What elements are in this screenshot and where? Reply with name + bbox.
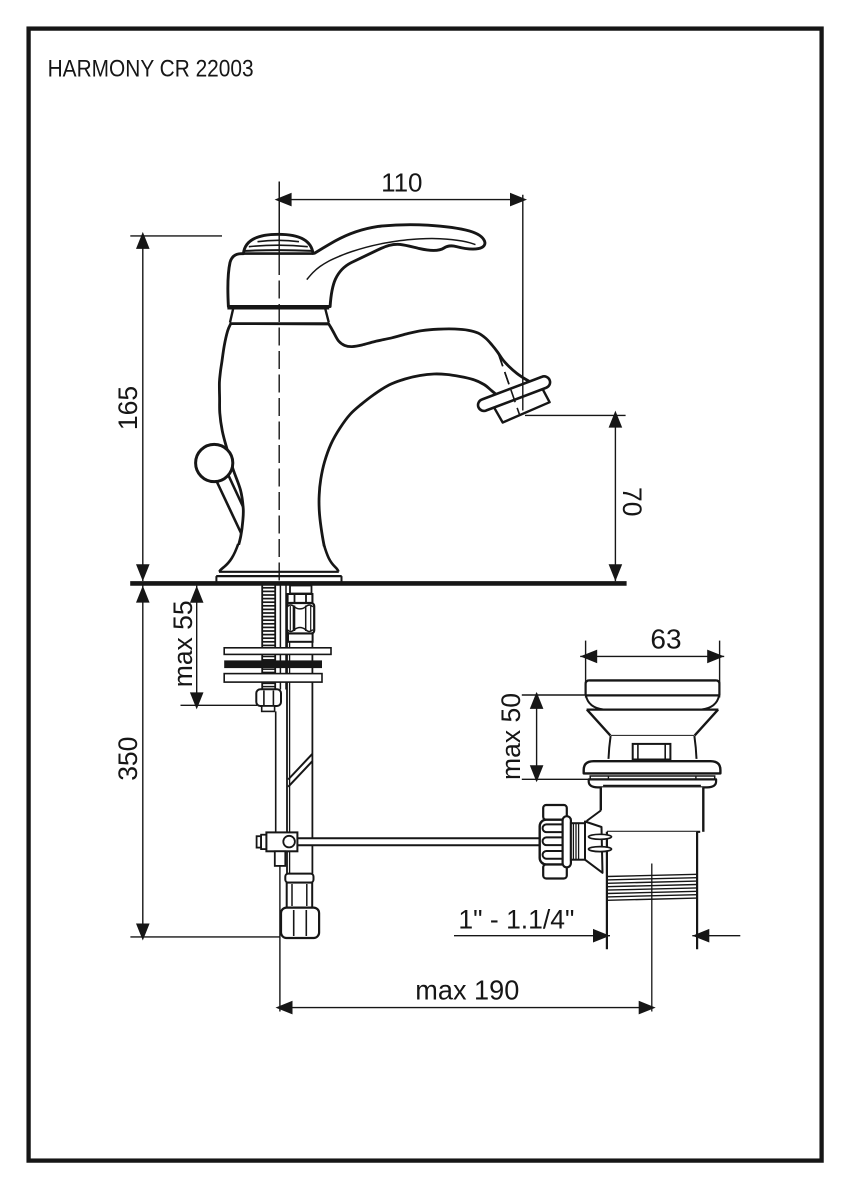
svg-text:70: 70 xyxy=(617,487,647,516)
svg-text:HARMONY CR 22003: HARMONY CR 22003 xyxy=(48,55,254,82)
svg-text:max 55: max 55 xyxy=(168,600,198,687)
svg-text:165: 165 xyxy=(113,386,143,430)
svg-text:max 190: max 190 xyxy=(415,975,519,1006)
svg-text:max 50: max 50 xyxy=(496,693,526,780)
svg-text:350: 350 xyxy=(113,737,143,781)
svg-text:110: 110 xyxy=(381,167,422,197)
svg-text:1" - 1.1/4": 1" - 1.1/4" xyxy=(458,904,574,934)
svg-text:63: 63 xyxy=(650,624,681,655)
